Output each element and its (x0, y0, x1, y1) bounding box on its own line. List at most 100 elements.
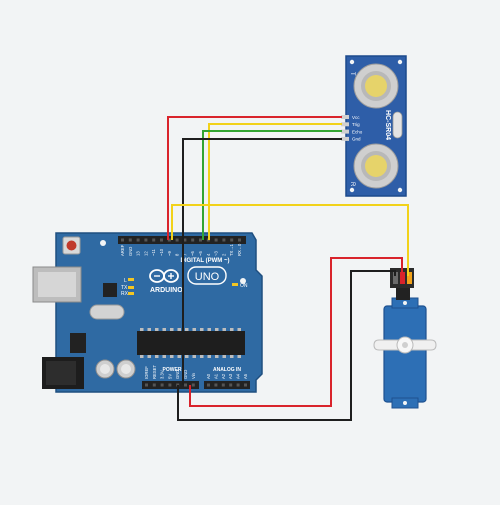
header-pin[interactable] (144, 238, 148, 242)
servo-screw-hole (403, 301, 407, 305)
pin-label: AREF (120, 244, 125, 256)
chip-leg (185, 355, 189, 358)
chip-pins (140, 328, 241, 331)
chip-leg (140, 328, 144, 331)
arduino-logo (149, 269, 179, 283)
header-pin[interactable] (152, 383, 156, 387)
header-pin[interactable] (236, 383, 240, 387)
sensor-pin[interactable] (341, 115, 349, 119)
header-pin[interactable] (229, 383, 233, 387)
header-pin[interactable] (214, 238, 218, 242)
header-pin[interactable] (199, 238, 202, 242)
pin-label: Vin (191, 372, 196, 379)
chip-leg (200, 355, 204, 358)
header-pin[interactable] (244, 383, 247, 387)
sensor-pin-label: Vcc (352, 115, 360, 120)
header-pin[interactable] (230, 238, 234, 242)
chip-leg (185, 328, 189, 331)
on-label: ON (240, 283, 248, 289)
pin-label: RESET (152, 365, 157, 379)
sensor-hole (397, 187, 403, 193)
arduino-brand: ARDUINO (150, 287, 183, 294)
analog-label: ANALOG IN (213, 367, 241, 373)
tx-label: TX (121, 285, 128, 291)
capacitor (116, 359, 136, 379)
chip-leg (237, 355, 241, 358)
header-pin[interactable] (221, 383, 225, 387)
servo-horn[interactable] (373, 336, 437, 354)
header-pin[interactable] (214, 383, 218, 387)
atmega-chip (137, 328, 245, 358)
sensor-transmitter (353, 63, 399, 109)
header-pin[interactable] (167, 238, 171, 242)
pin-label: 3.3V (160, 370, 165, 379)
pin-label: GND (175, 370, 180, 379)
header-pin[interactable] (152, 238, 156, 242)
chip-leg (230, 355, 234, 358)
sensor-pin[interactable] (341, 122, 349, 127)
header-pin[interactable] (168, 383, 172, 387)
micro-servo[interactable] (373, 268, 437, 409)
header-pin[interactable] (184, 383, 187, 387)
power-label: POWER (163, 367, 182, 373)
chip-leg (230, 328, 234, 331)
header-pin[interactable] (222, 238, 226, 242)
header-pin[interactable] (191, 238, 195, 242)
usb-chip (103, 283, 117, 297)
pin-label: A4 (236, 373, 241, 379)
pin-label: ~10 (159, 248, 164, 256)
wire-echo-green[interactable] (202, 130, 342, 240)
header-pin[interactable] (121, 238, 124, 242)
reset-button[interactable] (62, 236, 81, 255)
header-pin[interactable] (145, 383, 148, 387)
sensor-hole (349, 59, 355, 65)
wire-servo-power-red[interactable] (189, 257, 403, 407)
chip-leg (207, 328, 211, 331)
mounting-hole (100, 240, 106, 246)
wire-trig-yellow[interactable] (208, 123, 342, 240)
digital-label: DIGITAL (PWM ~) (181, 258, 230, 264)
on-led (232, 283, 238, 286)
l-label: L (124, 278, 127, 284)
crystal-oscillator (89, 304, 125, 320)
wire-servo-signal-yellow[interactable] (171, 204, 409, 276)
header-pin[interactable] (160, 383, 164, 387)
chip-leg (215, 355, 219, 358)
header-pin[interactable] (238, 238, 241, 242)
header-pin[interactable] (136, 238, 140, 242)
sensor-hole (349, 187, 355, 193)
pin-label: ~6 (190, 251, 195, 256)
wire-vcc-red[interactable] (167, 116, 342, 240)
pin-label: ~5 (198, 251, 203, 256)
pin-label: 2 (221, 253, 226, 256)
header-pin[interactable] (160, 238, 163, 242)
tx-led (113, 283, 119, 286)
rx-label: RX (121, 291, 129, 297)
header-pin[interactable] (207, 383, 210, 387)
header-pin[interactable] (128, 238, 132, 242)
pin-label: IOREF (144, 366, 149, 379)
analog-header[interactable] (204, 381, 250, 389)
sensor-pin[interactable] (341, 136, 349, 141)
pin-label: ~11 (151, 249, 156, 256)
sensor-pin[interactable] (341, 129, 349, 134)
wire-gnd-black[interactable] (182, 138, 342, 385)
header-pin[interactable] (183, 238, 187, 242)
wires (167, 116, 409, 421)
pin-label: GND (183, 370, 188, 379)
header-pin[interactable] (191, 383, 195, 387)
mounting-hole (240, 278, 246, 284)
sensor-crystal (392, 111, 403, 139)
servo-screw-hole (403, 401, 407, 405)
header-pin[interactable] (175, 238, 179, 242)
l-led (128, 278, 134, 281)
chip-leg (192, 328, 196, 331)
wire-servo-gnd-black[interactable] (177, 270, 396, 421)
